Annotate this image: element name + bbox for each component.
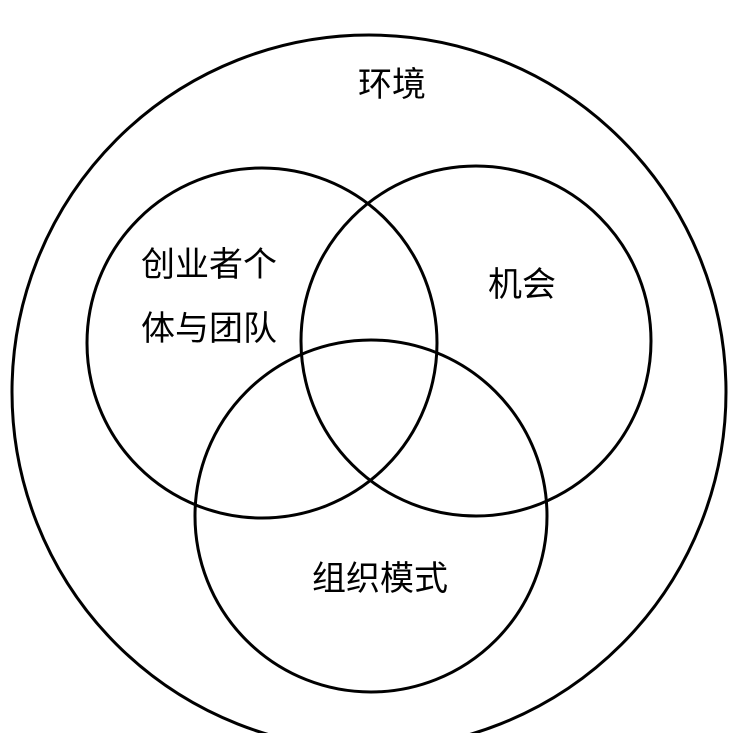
circle-opportunity	[299, 164, 653, 518]
label-opportunity: 机会	[488, 265, 556, 305]
label-environment: 环境	[358, 65, 426, 105]
circle-organization-model	[193, 338, 549, 694]
circle-entrepreneur-team	[85, 166, 439, 520]
label-entrepreneur-line-1: 创业者个	[141, 245, 277, 285]
label-organization-model: 组织模式	[312, 559, 448, 599]
outer-circle-environment	[10, 33, 728, 733]
label-entrepreneur-line-2: 体与团队	[141, 309, 277, 349]
